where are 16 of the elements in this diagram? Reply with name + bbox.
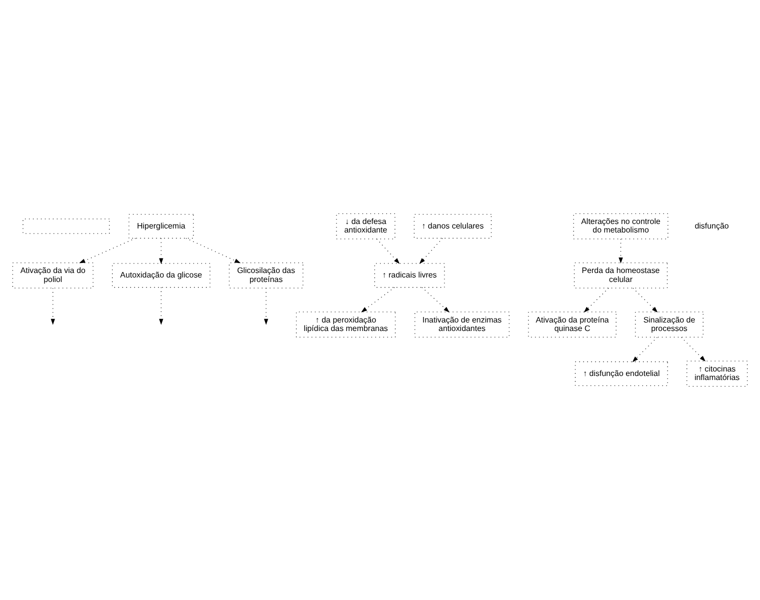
arrow: [79, 238, 136, 264]
arrow: [361, 287, 395, 312]
arrow: [632, 336, 658, 362]
arrow: [159, 238, 164, 264]
arrow: [159, 287, 164, 325]
arrow: [376, 238, 400, 264]
arrow: [419, 238, 443, 264]
arrow: [632, 288, 658, 313]
arrow: [50, 288, 55, 325]
arrow: [584, 288, 609, 313]
arrow: [186, 238, 241, 264]
arrow: [422, 287, 450, 312]
arrow: [618, 238, 623, 264]
arrow: [680, 336, 706, 362]
node-box: [22, 218, 110, 234]
arrow: [264, 288, 268, 325]
